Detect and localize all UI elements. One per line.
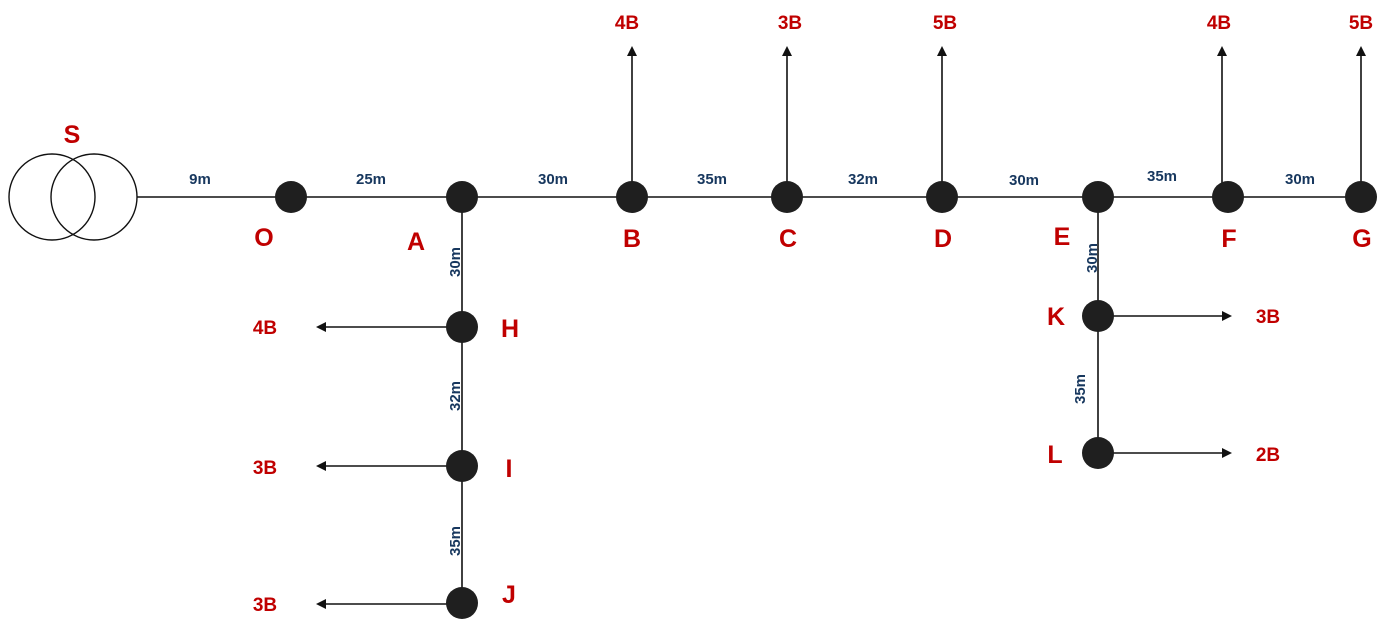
distance-label-s-o: 9m [189, 171, 211, 188]
load-label-f: 4B [1207, 13, 1231, 34]
node-d [926, 181, 958, 213]
distance-label-d-e: 30m [1009, 172, 1039, 189]
load-label-h: 4B [253, 318, 277, 339]
load-label-b: 4B [615, 13, 639, 34]
node-label-c: C [779, 225, 797, 253]
load-label-i: 3B [253, 458, 277, 479]
node-j [446, 587, 478, 619]
node-f [1212, 181, 1244, 213]
distance-label-e-k: 30m [1084, 243, 1101, 273]
distance-label-f-g: 30m [1285, 171, 1315, 188]
node-c [771, 181, 803, 213]
node-label-g: G [1352, 225, 1371, 253]
node-label-h: H [501, 315, 519, 343]
load-label-d: 5B [933, 13, 957, 34]
node-label-d: D [934, 225, 952, 253]
node-e [1082, 181, 1114, 213]
distance-label-c-d: 32m [848, 171, 878, 188]
distance-label-b-c: 35m [697, 171, 727, 188]
load-label-j: 3B [253, 595, 277, 616]
node-label-l: L [1047, 441, 1062, 469]
node-label-o: O [254, 224, 273, 252]
distance-label-e-f: 35m [1147, 168, 1177, 185]
node-o [275, 181, 307, 213]
node-i [446, 450, 478, 482]
distance-label-i-j: 35m [447, 526, 464, 556]
node-h [446, 311, 478, 343]
node-g [1345, 181, 1377, 213]
node-label-a: A [407, 228, 425, 256]
node-label-j: J [502, 581, 516, 609]
load-label-k: 3B [1256, 307, 1280, 328]
distance-label-k-l: 35m [1072, 374, 1089, 404]
load-label-l: 2B [1256, 445, 1280, 466]
node-k [1082, 300, 1114, 332]
node-label-i: I [506, 455, 513, 483]
node-label-e: E [1054, 223, 1071, 251]
node-a [446, 181, 478, 213]
load-label-c: 3B [778, 13, 802, 34]
source-label: S [64, 121, 81, 149]
node-l [1082, 437, 1114, 469]
node-label-k: K [1047, 303, 1065, 331]
load-label-g: 5B [1349, 13, 1373, 34]
distance-label-h-i: 32m [447, 381, 464, 411]
distance-label-a-h: 30m [447, 247, 464, 277]
transformer-source-icon [8, 153, 138, 241]
node-b [616, 181, 648, 213]
node-label-b: B [623, 225, 641, 253]
node-label-f: F [1221, 225, 1236, 253]
distance-label-a-b: 30m [538, 171, 568, 188]
distance-label-o-a: 25m [356, 171, 386, 188]
